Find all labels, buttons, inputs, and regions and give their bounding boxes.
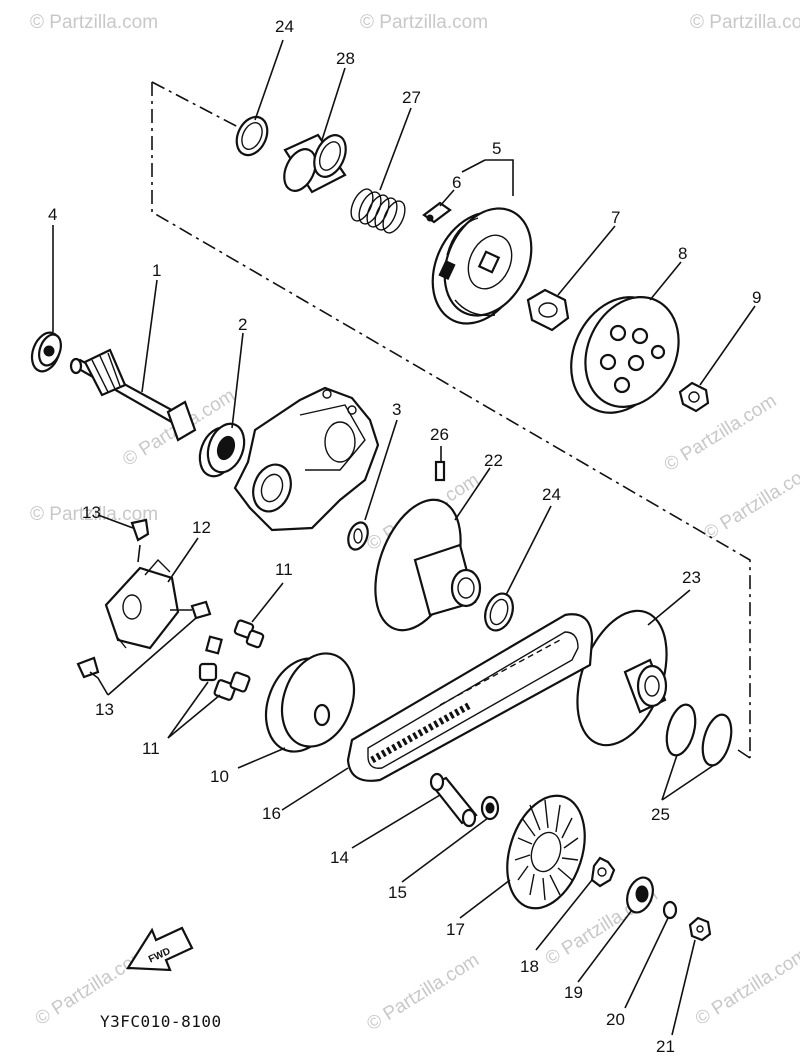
watermark: © Partzilla.com — [690, 12, 800, 33]
part-17-fan-sheave — [506, 794, 586, 910]
callout-24-top: 24 — [275, 17, 294, 36]
callout-8: 8 — [678, 244, 687, 263]
callout-2: 2 — [238, 315, 247, 334]
part-19-nut — [626, 876, 654, 914]
watermark: © Partzilla.com — [700, 459, 800, 545]
callout-1: 1 — [152, 261, 161, 280]
callout-20: 20 — [606, 1010, 625, 1029]
callout-28: 28 — [336, 49, 355, 68]
part-6-pin — [422, 201, 452, 224]
part-20-washer — [662, 900, 678, 920]
part-4-bearing — [30, 331, 62, 373]
part-3-washer — [347, 521, 369, 551]
watermark: © Partzilla.com — [30, 12, 158, 33]
part-11-weights — [198, 619, 265, 701]
gear-case-cover — [233, 386, 380, 532]
callout-9: 9 — [752, 288, 761, 307]
callout-11-top: 11 — [275, 560, 293, 579]
part-2-bearing — [198, 422, 246, 478]
part-15-washer — [480, 795, 500, 821]
part-24-snap-ring-top — [235, 115, 269, 157]
watermark: © Partzilla.com — [661, 390, 781, 476]
part-21-nut — [688, 916, 712, 942]
part-26-pin — [434, 460, 446, 482]
forward-arrow-icon: FWD — [126, 926, 194, 972]
diagram-code: Y3FC010-8100 — [100, 1012, 222, 1031]
callout-21: 21 — [656, 1037, 675, 1056]
callout-11-bottom: 11 — [142, 739, 160, 758]
callout-10: 10 — [210, 767, 229, 786]
callout-19: 19 — [564, 983, 583, 1002]
part-18-lock-washer — [590, 856, 616, 888]
part-7-nut — [526, 288, 570, 332]
watermark: © Partzilla.com — [363, 950, 483, 1036]
part-23-fixed-sheave — [576, 609, 668, 747]
callout-numbers: 24 28 27 5 6 7 8 9 4 1 2 3 26 22 24 23 1… — [48, 17, 761, 1056]
callout-26: 26 — [430, 425, 449, 444]
watermark: © Partzilla.com — [30, 504, 158, 525]
callout-7: 7 — [611, 208, 620, 227]
part-13-slider-top — [130, 518, 150, 542]
callout-15: 15 — [388, 883, 407, 902]
callout-27: 27 — [402, 88, 421, 107]
part-5-clutch-carrier — [431, 207, 533, 325]
part-27-spring — [350, 188, 406, 234]
part-10-primary-sheave — [264, 652, 356, 753]
callout-4: 4 — [48, 205, 57, 224]
watermark: © Partzilla.com — [360, 12, 488, 33]
callout-24-mid: 24 — [542, 485, 561, 504]
part-16-v-belt — [346, 613, 594, 782]
callout-12: 12 — [192, 518, 211, 537]
leader-lines — [52, 39, 756, 1036]
callout-14: 14 — [330, 848, 349, 867]
part-13-slider-bottom — [76, 656, 100, 679]
assembly-outline — [151, 81, 751, 759]
part-1-shaft — [69, 348, 197, 442]
callout-5: 5 — [492, 139, 501, 158]
callout-17: 17 — [446, 920, 465, 939]
callout-18: 18 — [520, 957, 539, 976]
callout-22: 22 — [484, 451, 503, 470]
callout-13-bottom: 13 — [95, 700, 114, 719]
part-8-clutch-housing — [570, 295, 680, 414]
watermark: © Partzilla.com — [692, 944, 800, 1030]
part-12-cam — [104, 558, 180, 650]
part-9-nut — [678, 381, 710, 413]
callout-23: 23 — [682, 568, 701, 587]
callout-25: 25 — [651, 805, 670, 824]
callout-13-top: 13 — [82, 503, 101, 522]
part-13-slider-mid — [190, 600, 212, 620]
callout-16: 16 — [262, 804, 281, 823]
part-25-o-rings — [665, 703, 733, 767]
part-28-collar — [283, 133, 347, 194]
part-22-sliding-sheave — [374, 498, 482, 632]
part-24-snap-ring-mid — [484, 592, 514, 632]
part-14-collar — [429, 772, 478, 828]
callout-6: 6 — [452, 173, 461, 192]
callout-3: 3 — [392, 400, 401, 419]
